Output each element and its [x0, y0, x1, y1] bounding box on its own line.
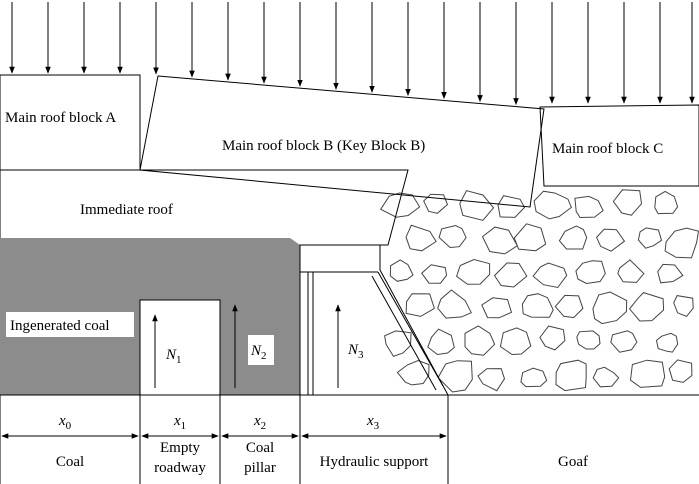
goaf-rock — [539, 325, 566, 351]
x0-label: x0 — [58, 413, 72, 432]
goaf-rock — [438, 224, 467, 249]
main-roof-block-b-label: Main roof block B (Key Block B) — [222, 138, 425, 154]
goaf-rock — [437, 289, 472, 319]
goaf-rock — [558, 225, 588, 250]
goaf-rock — [405, 293, 435, 317]
main-roof-block-c — [539, 104, 699, 187]
n2-label: N2 — [250, 343, 267, 362]
immediate-roof — [0, 169, 409, 246]
empty-roadway — [139, 299, 221, 396]
goaf-rock — [396, 359, 430, 386]
goaf-broken-rock — [379, 189, 699, 396]
goaf-rock — [456, 258, 491, 285]
ingenerated-coal-label: Ingenerated coal — [10, 318, 110, 334]
goaf-rock — [499, 327, 532, 356]
main-roof-block-a-label: Main roof block A — [5, 110, 116, 126]
main-roof-block-a — [0, 74, 141, 171]
goaf-rock — [574, 195, 604, 219]
goaf-rock — [477, 368, 506, 392]
goaf-rock — [637, 227, 663, 249]
goaf-rock — [592, 366, 620, 388]
goaf-rock — [576, 330, 601, 350]
zone-empty-roadway-label-line1: Empty — [160, 440, 200, 456]
hydraulic-support — [299, 244, 449, 396]
goaf-rock — [629, 359, 666, 388]
goaf-rock — [520, 367, 548, 388]
goaf-rock — [575, 260, 606, 285]
goaf-rock — [384, 330, 412, 358]
goaf-rock — [513, 223, 547, 252]
goaf-rock — [421, 264, 448, 284]
goaf-rock — [521, 293, 554, 318]
goaf-rock — [555, 359, 587, 392]
goaf-rock — [628, 292, 665, 322]
goaf-rock — [612, 189, 643, 216]
goaf-rock — [655, 332, 679, 353]
dimension-lines — [0, 394, 699, 484]
goaf-rock — [657, 263, 684, 284]
x3-label: x3 — [366, 413, 380, 432]
goaf-rock — [437, 360, 473, 393]
goaf-rock — [610, 330, 638, 353]
goaf-rock — [464, 325, 496, 356]
zone-goaf-label: Goaf — [558, 454, 588, 470]
zone-coal-pillar-label-line2: pillar — [244, 460, 276, 476]
goaf-rock — [533, 190, 573, 220]
x1-label: x1 — [173, 413, 186, 432]
goaf-rock — [592, 291, 628, 325]
goaf-rock — [617, 259, 645, 283]
goaf-rock — [554, 294, 584, 319]
goaf-rock — [664, 227, 699, 259]
goaf-rock — [493, 262, 528, 288]
goaf-rock — [481, 297, 513, 319]
n2-label-box — [248, 335, 274, 365]
overburden-load-arrows — [9, 2, 695, 106]
goaf-rock — [379, 192, 421, 218]
goaf-rock — [481, 226, 518, 255]
x2-label: x2 — [253, 413, 266, 432]
goaf-rock — [497, 195, 526, 218]
goaf-rock — [654, 190, 679, 215]
goaf-rock — [427, 328, 455, 356]
zone-coal-pillar-label-line1: Coal — [246, 440, 274, 456]
ingenerated-coal-label-box — [6, 312, 134, 337]
n1-label: N1 — [165, 347, 182, 366]
main-roof-block-b — [139, 75, 545, 208]
n3-label: N3 — [347, 342, 364, 361]
zone-coal-label: Coal — [56, 454, 84, 470]
goaf-rock — [459, 190, 495, 221]
zone-empty-roadway-label-line2: roadway — [154, 460, 206, 476]
main-roof-block-c-label: Main roof block C — [552, 141, 663, 157]
goaf-rock — [596, 228, 626, 252]
immediate-roof-label: Immediate roof — [80, 202, 173, 218]
goaf-rock — [668, 359, 693, 383]
goaf-rock — [405, 224, 437, 252]
goaf-rock — [673, 295, 694, 318]
goaf-rock — [532, 262, 568, 289]
zone-hydraulic-support-label: Hydraulic support — [320, 454, 430, 470]
goaf-rock — [389, 259, 414, 282]
